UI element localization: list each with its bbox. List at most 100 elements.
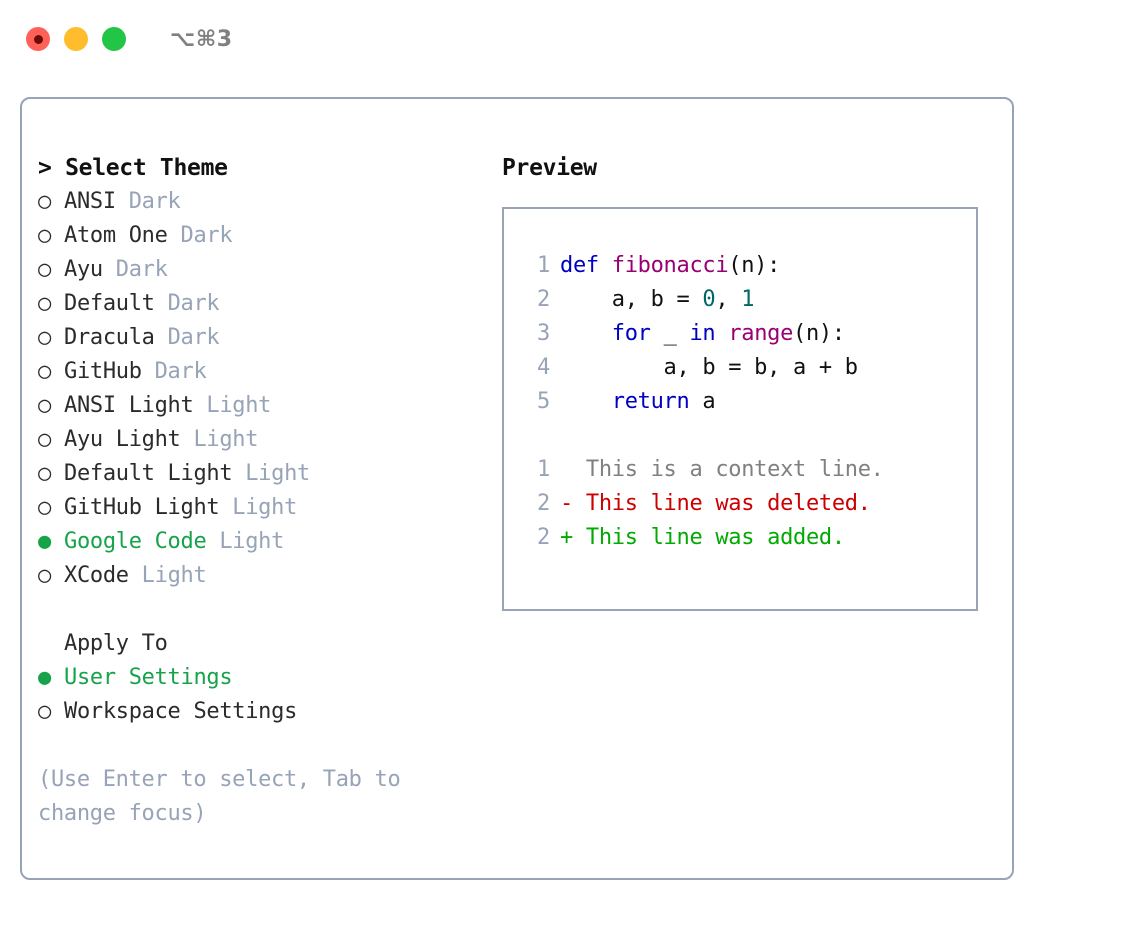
apply-to-option-user-settings[interactable]: ● User Settings: [38, 661, 478, 695]
code-token: for: [611, 321, 651, 346]
theme-option-kind-badge: Dark: [102, 257, 168, 282]
code-token: 1: [741, 287, 755, 312]
theme-option-atom-one[interactable]: ○ Atom One Dark: [38, 219, 478, 253]
theme-option-xcode[interactable]: ○ XCode Light: [38, 559, 478, 593]
diff-line: 2 + This line was added.: [504, 521, 976, 555]
hint-spacer: [38, 729, 478, 763]
theme-option-ayu[interactable]: ○ Ayu Dark: [38, 253, 478, 287]
theme-option-label: Default: [64, 291, 155, 316]
code-line: 2 a, b = 0, 1: [504, 283, 976, 317]
theme-option-kind-badge: Light: [128, 563, 207, 588]
radio-unselected-icon: ○: [38, 427, 51, 452]
theme-option-label: XCode: [64, 563, 129, 588]
minimize-button[interactable]: [64, 27, 88, 51]
code-token: fibonacci: [611, 253, 729, 278]
theme-option-label: GitHub: [64, 359, 142, 384]
theme-option-label: Dracula: [64, 325, 155, 350]
diff-text: + This line was added.: [560, 525, 845, 550]
code-token: def: [560, 253, 612, 278]
theme-option-kind-badge: Dark: [141, 359, 207, 384]
radio-unselected-icon: ○: [38, 257, 51, 282]
theme-option-kind-badge: Dark: [154, 325, 220, 350]
diff-text: This is a context line.: [560, 457, 884, 482]
code-diff-gap: [504, 419, 976, 453]
theme-option-dracula[interactable]: ○ Dracula Dark: [38, 321, 478, 355]
apply-to-option-list: ● User Settings ○Workspace Settings: [38, 661, 478, 729]
theme-option-github[interactable]: ○ GitHub Dark: [38, 355, 478, 389]
theme-option-kind-badge: Light: [206, 529, 285, 554]
theme-option-label: Google Code: [64, 529, 207, 554]
radio-unselected-icon: ○: [38, 699, 51, 724]
radio-unselected-icon: ○: [38, 461, 51, 486]
code-token: a, b = b, a + b: [560, 355, 859, 380]
code-token: (n):: [728, 253, 781, 278]
line-number: 2: [537, 525, 550, 550]
apply-to-option-workspace-settings[interactable]: ○Workspace Settings: [38, 695, 478, 729]
radio-selected-icon: ●: [38, 665, 51, 690]
theme-option-label: Ayu: [64, 257, 103, 282]
code-token: return: [611, 389, 690, 414]
code-line: 5 return a: [504, 385, 976, 419]
theme-option-github-light[interactable]: ○ GitHub Light Light: [38, 491, 478, 525]
apply-to-option-label: User Settings: [64, 665, 233, 690]
code-token: a: [689, 389, 716, 414]
line-number: 4: [537, 355, 550, 380]
theme-option-label: GitHub Light: [64, 495, 220, 520]
code-token: [560, 321, 612, 346]
radio-unselected-icon: ○: [38, 359, 51, 384]
diff-line: 1 This is a context line.: [504, 453, 976, 487]
apply-to-heading: Apply To: [64, 631, 168, 656]
radio-unselected-icon: ○: [38, 291, 51, 316]
theme-option-label: Atom One: [64, 223, 168, 248]
radio-unselected-icon: ○: [38, 393, 51, 418]
theme-option-label: Ayu Light: [64, 427, 181, 452]
radio-unselected-icon: ○: [38, 189, 51, 214]
theme-option-kind-badge: Light: [193, 393, 272, 418]
list-spacer: [38, 593, 478, 627]
theme-option-default-light[interactable]: ○Default Light Light: [38, 457, 478, 491]
code-token: range: [728, 321, 794, 346]
code-token: ,: [715, 287, 742, 312]
code-token: [715, 321, 728, 346]
code-token: [560, 389, 612, 414]
diff-text: - This line was deleted.: [560, 491, 871, 516]
theme-option-kind-badge: Light: [219, 495, 298, 520]
line-number: 5: [537, 389, 550, 414]
radio-unselected-icon: ○: [38, 223, 51, 248]
traffic-lights: [26, 27, 126, 51]
theme-option-ansi[interactable]: ○ANSI Dark: [38, 185, 478, 219]
code-token: 0: [702, 287, 716, 312]
radio-unselected-icon: ○: [38, 495, 51, 520]
radio-selected-icon: ●: [38, 529, 51, 554]
theme-option-kind-badge: Dark: [115, 189, 181, 214]
theme-option-default[interactable]: ○ Default Dark: [38, 287, 478, 321]
line-number: 3: [537, 321, 550, 346]
window-titlebar: ⌥⌘3: [0, 0, 1140, 78]
select-theme-heading: > Select Theme: [38, 155, 228, 181]
close-button[interactable]: [26, 27, 50, 51]
theme-option-label: Default Light: [64, 461, 233, 486]
theme-picker-panel: > Select Theme ○ANSI Dark○Atom One Dark○…: [20, 97, 1014, 880]
line-number: 1: [537, 253, 550, 278]
theme-option-kind-badge: Dark: [167, 223, 233, 248]
theme-option-kind-badge: Dark: [154, 291, 220, 316]
code-line: 1 def fibonacci(n):: [504, 249, 976, 283]
theme-option-google-code[interactable]: ● Google Code Light: [38, 525, 478, 559]
theme-option-ayu-light[interactable]: ○Ayu Light Light: [38, 423, 478, 457]
code-token: in: [689, 321, 716, 346]
keyboard-hint-text: (Use Enter to select, Tab to change focu…: [38, 767, 401, 826]
preview-heading: Preview: [502, 155, 597, 181]
maximize-button[interactable]: [102, 27, 126, 51]
line-number: 2: [537, 491, 550, 516]
radio-unselected-icon: ○: [38, 563, 51, 588]
diff-sample: 1 This is a context line. 2 - This line wa…: [504, 453, 976, 555]
keyboard-shortcut-label: ⌥⌘3: [170, 26, 233, 52]
radio-unselected-icon: ○: [38, 325, 51, 350]
theme-option-label: ANSI Light: [64, 393, 194, 418]
code-line: 3 for _ in range(n):: [504, 317, 976, 351]
theme-option-ansi-light[interactable]: ○ ANSI Light Light: [38, 389, 478, 423]
